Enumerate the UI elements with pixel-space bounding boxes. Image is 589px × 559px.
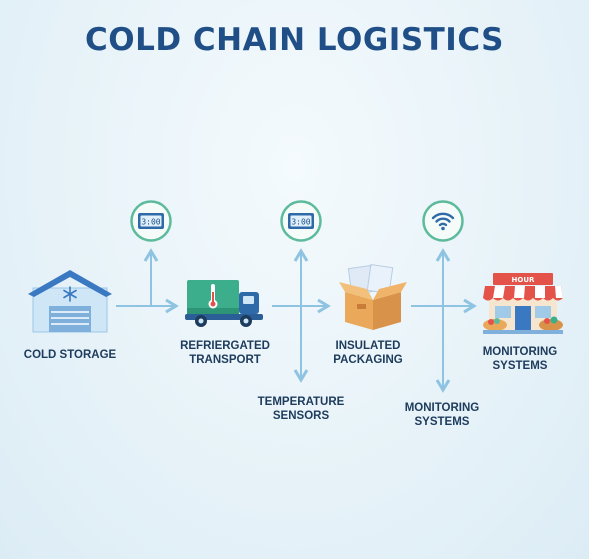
step-label-refrigerated-transport: REFRIERGATED TRANSPORT: [180, 340, 270, 366]
store-icon: HOUR: [483, 273, 563, 334]
warehouse-icon: [28, 270, 112, 333]
store-sign-text: HOUR: [512, 276, 535, 284]
thermometer-display-icon: 3:00: [130, 200, 172, 242]
insulated-box-icon: [339, 264, 407, 330]
page-title: COLD CHAIN LOGISTICS: [85, 22, 504, 58]
sensor-1-display: 3:00: [141, 218, 160, 227]
sensor-label-monitoring-systems: MONITORING SYSTEMS: [404, 402, 480, 428]
thermometer-display-icon: 3:00: [280, 200, 322, 242]
sensor-2-display: 3:00: [291, 218, 310, 227]
wifi-icon: [422, 200, 464, 242]
refrigerated-truck-icon: [185, 280, 263, 327]
sensor-label-temperature-sensors: TEMPERATURE SENSORS: [257, 396, 345, 422]
step-label-monitoring-systems: MONITORING SYSTEMS: [482, 346, 558, 372]
thermometer-icon: [208, 284, 218, 309]
step-label-cold-storage: COLD STORAGE: [23, 349, 117, 361]
snowflake-icon: [63, 286, 77, 302]
step-label-insulated-packaging: INSULATED PACKAGING: [333, 340, 403, 366]
